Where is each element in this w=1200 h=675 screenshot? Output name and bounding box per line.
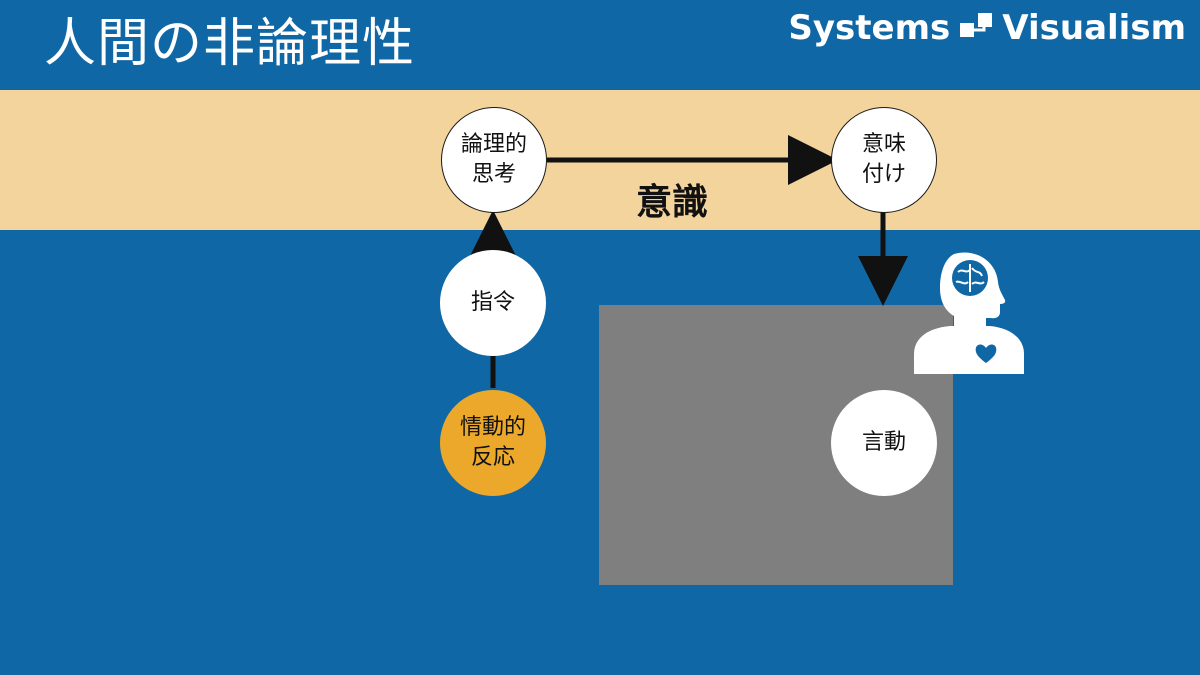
- node-logical-thinking: 論理的 思考: [441, 107, 547, 213]
- node-emotional-reaction: 情動的 反応: [440, 390, 546, 496]
- person-brain-heart-icon: [914, 252, 1024, 374]
- logo-text-visualism: Visualism: [1002, 8, 1186, 48]
- consciousness-label: 意識: [635, 182, 708, 223]
- node-meaning: 意味 付け: [831, 107, 937, 213]
- systems-visualism-logo-icon: [960, 13, 993, 37]
- node-behavior: 言動: [831, 390, 937, 496]
- brand-logo: Systems Visualism: [788, 8, 1186, 48]
- page-title: 人間の非論理性: [44, 14, 416, 74]
- logo-text-systems: Systems: [788, 8, 951, 48]
- node-command: 指令: [440, 250, 546, 356]
